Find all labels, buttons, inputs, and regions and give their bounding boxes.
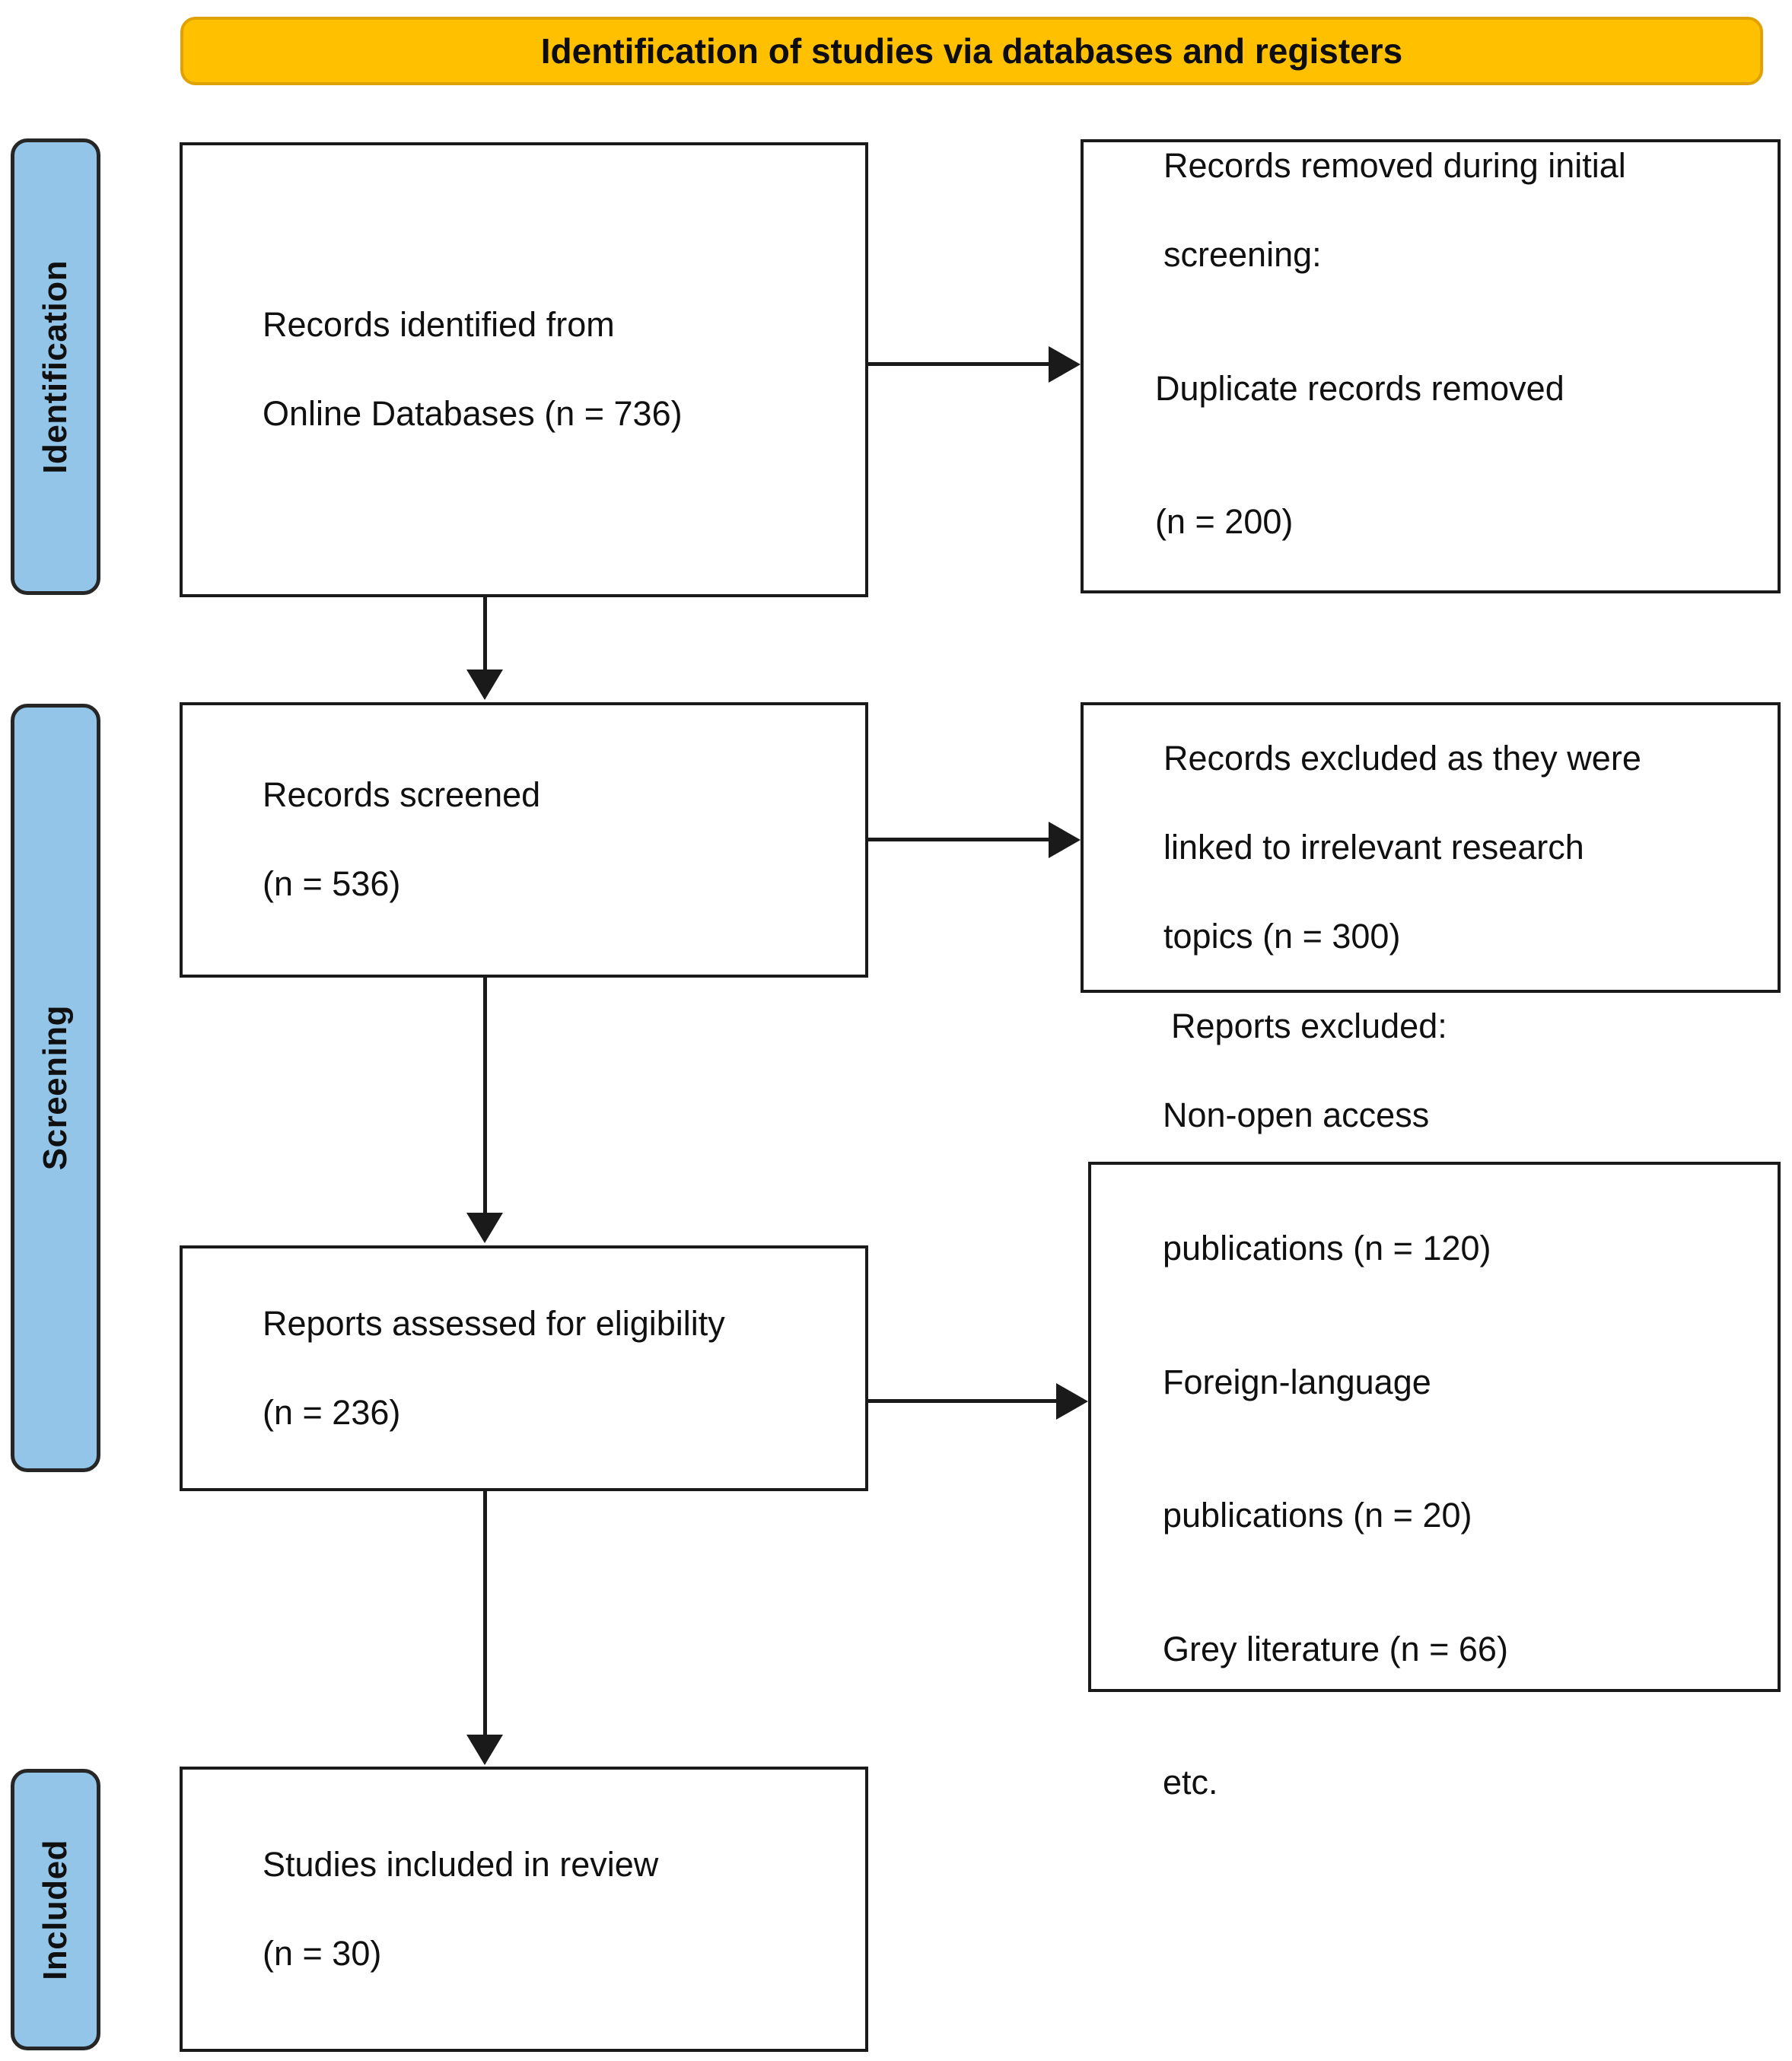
box-records-removed-text: Records removed during initial screening…	[1084, 100, 1643, 634]
records-screened-line-2: (n = 536)	[263, 864, 401, 904]
box-records-excluded-screening-text: Records excluded as they were linked to …	[1084, 692, 1658, 1003]
stage-label-included: Included	[11, 1769, 100, 2050]
connector-screened-to-excluded-line	[868, 838, 1051, 841]
diagram-title: Identification of studies via databases …	[540, 31, 1403, 71]
stage-label-screening-text: Screening	[37, 1005, 74, 1171]
studies-included-line-1: Studies included in review	[263, 1844, 659, 1884]
arrow-right-icon-identified-to-removed	[1049, 346, 1081, 383]
records-identified-line-2: Online Databases (n = 736)	[263, 394, 683, 434]
records-excluded-line-1: Records excluded as they were	[1163, 738, 1641, 778]
diagram-header-banner: Identification of studies via databases …	[180, 17, 1763, 85]
records-excluded-line-2: linked to irrelevant research	[1163, 827, 1584, 867]
box-studies-included-text: Studies included in review (n = 30)	[183, 1798, 675, 2021]
records-removed-line-4: (n = 200)	[1155, 502, 1294, 541]
records-excluded-line-3: topics (n = 300)	[1163, 916, 1401, 956]
reports-excluded-line-1: Reports excluded:	[1171, 1006, 1447, 1045]
eligibility-line-1: Reports assessed for eligibility	[263, 1303, 725, 1343]
records-removed-line-3: Duplicate records removed	[1155, 368, 1564, 408]
box-records-screened: Records screened (n = 536)	[180, 702, 868, 978]
box-records-screened-text: Records screened (n = 536)	[183, 729, 557, 952]
reports-excluded-line-4: Foreign-language	[1163, 1362, 1431, 1401]
arrow-down-icon-eligibility-to-included	[466, 1735, 503, 1765]
box-reports-assessed-eligibility-text: Reports assessed for eligibility (n = 23…	[183, 1257, 742, 1480]
stage-label-screening: Screening	[11, 704, 100, 1472]
records-screened-line-1: Records screened	[263, 775, 541, 815]
box-reports-assessed-eligibility: Reports assessed for eligibility (n = 23…	[180, 1245, 868, 1491]
box-records-excluded-screening: Records excluded as they were linked to …	[1081, 702, 1781, 993]
arrow-right-icon-eligibility-to-reports-excluded	[1056, 1383, 1088, 1420]
reports-excluded-line-5: publications (n = 20)	[1163, 1496, 1472, 1535]
connector-eligibility-to-included-line	[483, 1491, 487, 1736]
arrow-down-icon-screened-to-eligibility	[466, 1213, 503, 1243]
connector-identified-to-removed-line	[868, 362, 1051, 366]
stage-label-identification-text: Identification	[37, 259, 74, 474]
connector-screened-to-eligibility-line	[483, 978, 487, 1215]
arrow-right-icon-screened-to-excluded	[1049, 822, 1081, 858]
stage-label-identification: Identification	[11, 138, 100, 595]
box-records-removed: Records removed during initial screening…	[1081, 139, 1781, 593]
reports-excluded-line-2: Non-open access	[1163, 1095, 1430, 1134]
connector-identified-to-screened-line	[483, 597, 487, 673]
records-removed-line-2: screening:	[1163, 235, 1322, 274]
eligibility-line-2: (n = 236)	[263, 1392, 401, 1432]
reports-excluded-line-3: publications (n = 120)	[1163, 1229, 1491, 1268]
box-records-identified: Records identified from Online Databases…	[180, 142, 868, 597]
records-identified-line-1: Records identified from	[263, 305, 615, 345]
box-reports-excluded-text: Reports excluded: Non-open access public…	[1091, 959, 1525, 1894]
connector-eligibility-to-reports-excluded-line	[868, 1399, 1058, 1403]
reports-excluded-line-7: etc.	[1163, 1763, 1218, 1802]
studies-included-line-2: (n = 30)	[263, 1933, 382, 1973]
box-records-identified-text: Records identified from Online Databases…	[183, 259, 699, 482]
reports-excluded-line-6: Grey literature (n = 66)	[1163, 1629, 1508, 1668]
arrow-down-icon-identified-to-screened	[466, 670, 503, 700]
box-reports-excluded: Reports excluded: Non-open access public…	[1088, 1007, 1781, 1802]
box-studies-included: Studies included in review (n = 30)	[180, 1767, 868, 2052]
stage-label-included-text: Included	[37, 1839, 74, 1980]
records-removed-line-1: Records removed during initial	[1163, 146, 1626, 185]
